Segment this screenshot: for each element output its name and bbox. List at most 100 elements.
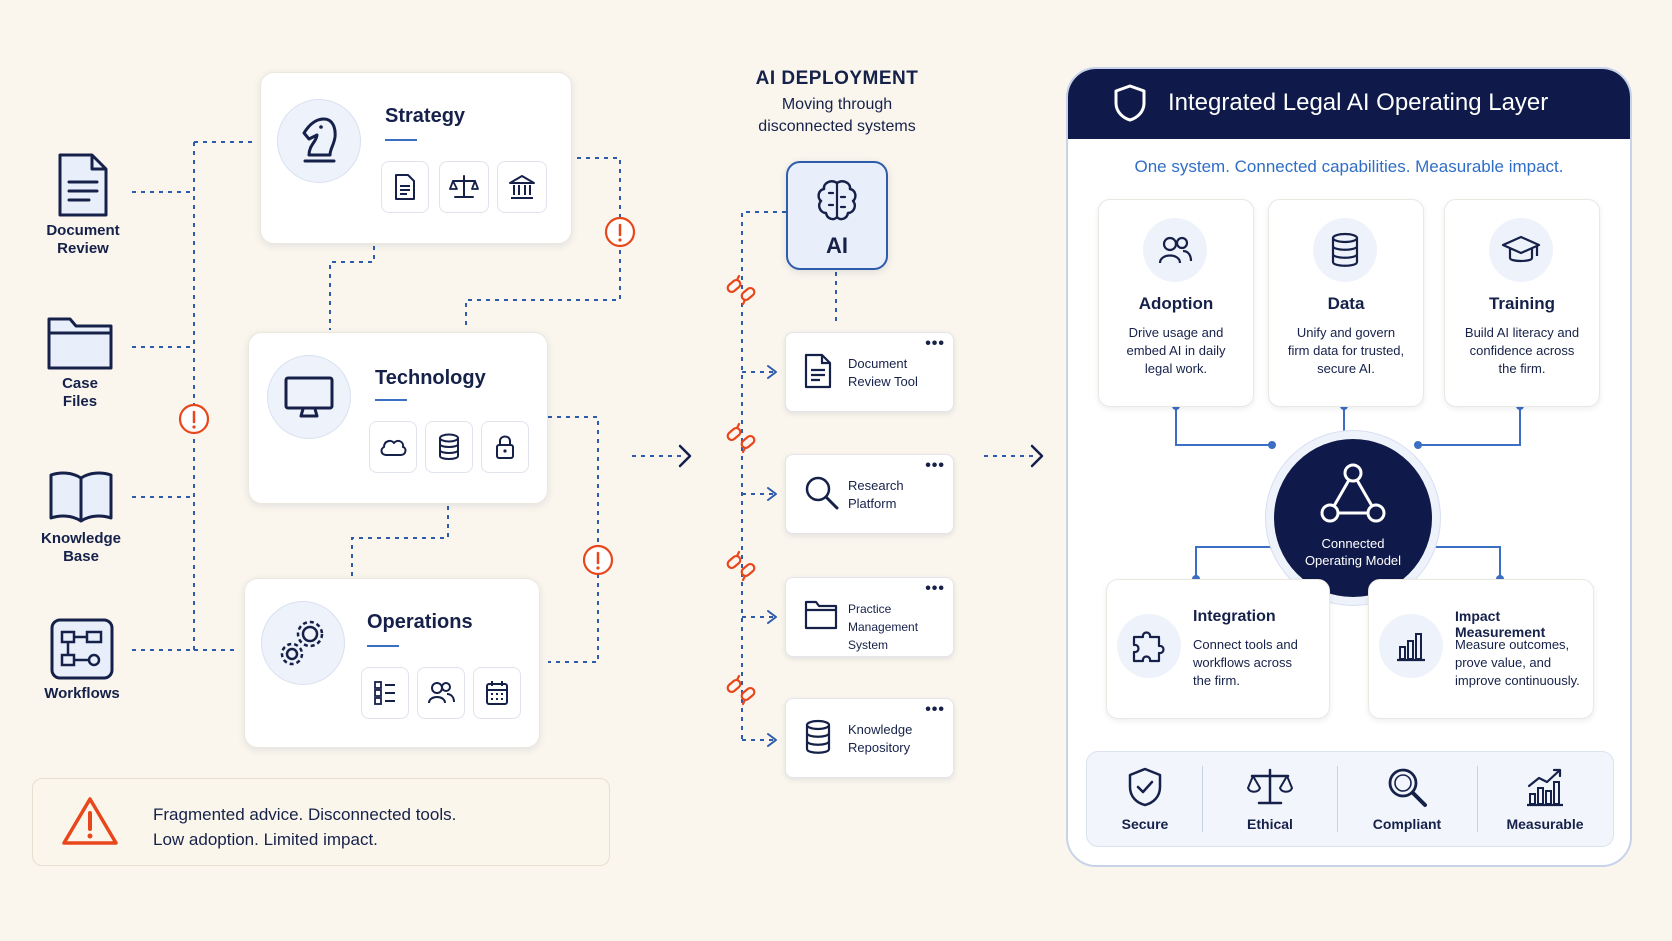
tool-practice-management[interactable]: Practice Management System ••• bbox=[785, 577, 954, 657]
capability-desc: Build AI literacy and confidence across … bbox=[1464, 325, 1580, 376]
warning-text: Fragmented advice. Disconnected tools. L… bbox=[153, 805, 457, 849]
alert-icon-strategy bbox=[604, 216, 636, 248]
book-icon bbox=[49, 471, 113, 523]
tool-document-review[interactable]: Document Review Tool ••• bbox=[785, 332, 954, 412]
mini-icon-scales bbox=[439, 161, 489, 213]
strategy-title: Strategy bbox=[385, 105, 466, 127]
ai-node: AI bbox=[786, 161, 888, 270]
source-label: Case Files bbox=[62, 375, 98, 410]
operations-card: Operations bbox=[244, 578, 540, 748]
source-label: Document Review bbox=[46, 222, 120, 257]
capability-icon-circle bbox=[1143, 218, 1207, 282]
checklist-icon bbox=[374, 681, 395, 705]
mini-icon-database bbox=[425, 421, 473, 473]
capability-desc: Drive usage and embed AI in daily legal … bbox=[1126, 325, 1226, 376]
divider bbox=[1337, 766, 1338, 832]
calendar-icon bbox=[486, 681, 508, 705]
tool-research-platform[interactable]: Research Platform ••• bbox=[785, 454, 954, 534]
more-menu-icon[interactable]: ••• bbox=[925, 335, 945, 352]
shield-icon bbox=[1114, 84, 1146, 122]
database-icon bbox=[1331, 232, 1359, 267]
deployment-heading: AI DEPLOYMENT Moving through disconnecte… bbox=[712, 68, 962, 138]
strategy-card: Strategy bbox=[260, 72, 572, 244]
strategy-icon-circle bbox=[277, 99, 361, 183]
chess-knight-icon bbox=[302, 117, 337, 163]
property-label: Secure bbox=[1121, 816, 1169, 832]
source-label: Knowledge Base bbox=[40, 530, 121, 565]
property-secure: Secure bbox=[1087, 752, 1203, 846]
tool-label: Knowledge Repository bbox=[848, 722, 913, 755]
source-case-files: Case Files bbox=[20, 313, 140, 411]
alert-icon-left bbox=[178, 403, 210, 435]
folder-icon bbox=[804, 600, 838, 630]
shield-check-icon bbox=[1128, 767, 1162, 807]
tool-knowledge-repository[interactable]: Knowledge Repository ••• bbox=[785, 698, 954, 778]
capability-data: Data Unify and govern firm data for trus… bbox=[1268, 199, 1424, 407]
puzzle-icon bbox=[1132, 631, 1165, 663]
deployment-subtitle: Moving through disconnected systems bbox=[758, 96, 916, 135]
more-menu-icon[interactable]: ••• bbox=[925, 580, 945, 597]
capability-adoption: Adoption Drive usage and embed AI in dai… bbox=[1098, 199, 1254, 407]
property-compliant: Compliant bbox=[1337, 752, 1477, 846]
divider bbox=[1477, 766, 1478, 832]
graduation-cap-icon bbox=[1501, 235, 1541, 263]
panel-title: Integrated Legal AI Operating Layer bbox=[1168, 89, 1549, 116]
more-menu-icon[interactable]: ••• bbox=[925, 457, 945, 474]
tool-label: Document Review Tool bbox=[848, 356, 918, 389]
capability-integration: Integration Connect tools and workflows … bbox=[1106, 579, 1330, 719]
capability-icon-circle bbox=[1379, 614, 1443, 678]
divider bbox=[1202, 766, 1203, 832]
tool-label: Practice Management System bbox=[848, 602, 919, 652]
magnifier-icon bbox=[805, 476, 839, 510]
capability-icon-circle bbox=[1313, 218, 1377, 282]
mini-icon-calendar bbox=[473, 667, 521, 719]
fragmentation-warning: Fragmented advice. Disconnected tools. L… bbox=[32, 778, 610, 866]
broken-link-icon-2 bbox=[726, 422, 756, 454]
capability-desc: Measure outcomes, prove value, and impro… bbox=[1455, 637, 1580, 688]
lock-icon bbox=[496, 435, 514, 459]
capability-title: Integration bbox=[1193, 608, 1276, 625]
panel-header: Integrated Legal AI Operating Layer bbox=[1068, 69, 1630, 139]
operations-title: Operations bbox=[367, 611, 473, 633]
warning-triangle-icon bbox=[62, 797, 118, 845]
panel-tagline: One system. Connected capabilities. Meas… bbox=[1134, 157, 1564, 176]
folder-icon bbox=[47, 317, 113, 370]
users-icon bbox=[428, 682, 455, 704]
network-triangle-icon bbox=[1320, 463, 1386, 523]
capability-title: Data bbox=[1327, 294, 1365, 313]
mini-icon-cloud bbox=[369, 421, 417, 473]
property-label: Compliant bbox=[1372, 816, 1442, 832]
scales-icon bbox=[449, 175, 479, 198]
scales-icon bbox=[1247, 768, 1293, 805]
broken-link-icon-3 bbox=[726, 550, 756, 582]
broken-link-icon-1 bbox=[726, 274, 756, 306]
tool-label: Research Platform bbox=[848, 478, 904, 511]
property-ethical: Ethical bbox=[1203, 752, 1337, 846]
mini-icon-users bbox=[417, 667, 465, 719]
more-menu-icon[interactable]: ••• bbox=[925, 701, 945, 718]
document-icon bbox=[58, 153, 108, 217]
mini-icon-checklist bbox=[361, 667, 409, 719]
title-underline bbox=[375, 399, 407, 401]
mini-icon-lock bbox=[481, 421, 529, 473]
brain-icon bbox=[817, 180, 857, 221]
connected-operating-model-hub: Connected Operating Model bbox=[1266, 431, 1440, 605]
mini-icon-courthouse bbox=[497, 161, 547, 213]
technology-title: Technology bbox=[375, 367, 486, 389]
document-icon bbox=[804, 353, 832, 389]
monitor-icon bbox=[284, 376, 334, 418]
source-label: Workflows bbox=[44, 685, 120, 702]
title-underline bbox=[385, 139, 417, 141]
mini-icon-document bbox=[381, 161, 429, 213]
technology-icon-circle bbox=[267, 355, 351, 439]
capability-title: Training bbox=[1488, 294, 1556, 313]
capability-icon-circle bbox=[1489, 218, 1553, 282]
property-label: Ethical bbox=[1247, 816, 1293, 832]
title-underline bbox=[367, 645, 399, 647]
cloud-icon bbox=[380, 439, 407, 456]
hub-label: Connected Operating Model bbox=[1304, 536, 1402, 568]
capability-title: Impact Measurement bbox=[1455, 608, 1546, 640]
ai-label: AI bbox=[826, 233, 848, 258]
gears-icon bbox=[280, 620, 324, 666]
deployment-title: AI DEPLOYMENT bbox=[755, 68, 919, 89]
